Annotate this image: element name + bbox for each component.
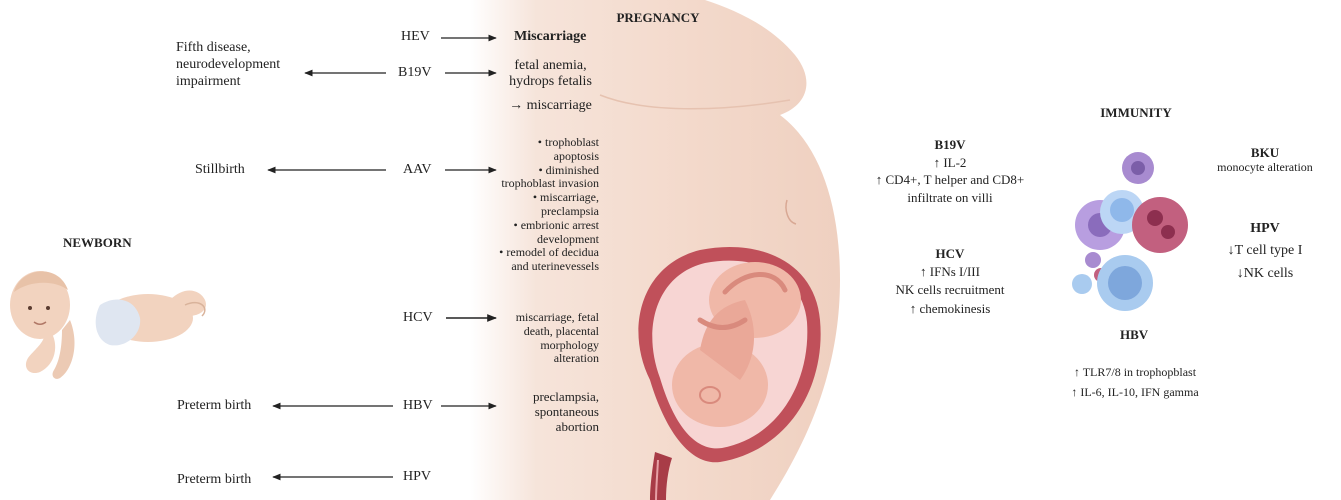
effect-line: • diminished <box>467 164 599 178</box>
virus-label-hpv: HPV <box>403 469 431 485</box>
immunity-hcv: HCV ↑ IFNs I/III NK cells recruitment ↑ … <box>860 245 1040 318</box>
immunity-line: ↑ IL-2 <box>850 154 1050 172</box>
effect-line: apoptosis <box>467 150 599 164</box>
fetus <box>672 262 801 427</box>
uterus <box>638 247 820 462</box>
newborn-outcome-hpv: Preterm birth <box>177 472 251 488</box>
immunity-line: ↑ IFNs I/III <box>860 263 1040 281</box>
virus-label-b19v: B19V <box>398 65 431 81</box>
baby-head <box>10 271 70 339</box>
virus-label-hbv: HBV <box>403 398 433 414</box>
newborn-outcome-hbv: Preterm birth <box>177 398 251 414</box>
immunity-line: ↑ TLR7/8 in trophopblast <box>1050 363 1220 383</box>
effect-line: morphology <box>480 339 599 353</box>
immunity-b19v: B19V ↑ IL-2 ↑ CD4+, T helper and CD8+ in… <box>850 136 1050 206</box>
effect-line: miscarriage, fetal <box>480 311 599 325</box>
effect-line: fetal anemia, <box>498 58 603 74</box>
amniotic-sac <box>652 261 807 449</box>
pregnancy-heading: PREGNANCY <box>598 11 718 26</box>
immunity-heading: IMMUNITY <box>1086 106 1186 121</box>
immunity-line: infiltrate on villi <box>850 189 1050 207</box>
effect-line: and uterinevessels <box>467 260 599 274</box>
outcome-line: Fifth disease, <box>176 40 280 57</box>
outcome-line: impairment <box>176 74 280 91</box>
pregnancy-effect-hev: Miscarriage <box>514 29 586 45</box>
newborn-heading: NEWBORN <box>63 236 132 251</box>
virus-label-hcv: HCV <box>403 310 433 326</box>
pregnancy-effect-aav: • trophoblast apoptosis • diminished tro… <box>467 136 599 274</box>
immunity-hpv: HPV ↓T cell type I ↓NK cells <box>1215 218 1315 285</box>
outcome-line: neurodevelopment <box>176 57 280 74</box>
immunity-hbv-title: HBV <box>1120 328 1148 343</box>
immunity-line: ↓T cell type I <box>1215 240 1315 262</box>
virus-label-aav: AAV <box>403 162 432 178</box>
effect-line: • miscarriage, <box>467 191 599 205</box>
immunity-line: ↑ CD4+, T helper and CD8+ <box>850 171 1050 189</box>
effect-line: • remodel of decidua <box>467 246 599 260</box>
immunity-hpv-title: HPV <box>1215 218 1315 240</box>
immunity-line: ↑ IL-6, IL-10, IFN gamma <box>1050 383 1220 403</box>
immunity-bku-title: BKU <box>1205 146 1325 161</box>
immunity-line: ↑ chemokinesis <box>860 300 1040 318</box>
immunity-line: NK cells recruitment <box>860 281 1040 299</box>
effect-line: hydrops fetalis <box>498 74 603 90</box>
effect-line: alteration <box>480 352 599 366</box>
immunity-line: ↓NK cells <box>1215 263 1315 285</box>
effect-line: preclampsia, <box>490 390 599 405</box>
effect-line: abortion <box>490 420 599 435</box>
immunity-hcv-title: HCV <box>860 245 1040 263</box>
effect-line: • embrionic arrest <box>467 219 599 233</box>
effect-line: preclampsia <box>467 205 599 219</box>
newborn-outcome-aav: Stillbirth <box>195 162 245 178</box>
pregnancy-effect-hbv: preclampsia, spontaneous abortion <box>490 390 599 435</box>
newborn-outcome-b19v: Fifth disease, neurodevelopment impairme… <box>176 40 280 90</box>
effect-line: → miscarriage <box>498 98 603 114</box>
effect-line: development <box>467 233 599 247</box>
immunity-b19v-title: B19V <box>850 136 1050 154</box>
baby <box>10 271 206 379</box>
effect-line: spontaneous <box>490 405 599 420</box>
pregnancy-effect-b19v: fetal anemia, hydrops fetalis → miscarri… <box>498 58 603 114</box>
immunity-line: monocyte alteration <box>1205 161 1325 175</box>
effect-line: trophoblast invasion <box>467 177 599 191</box>
diaper <box>96 299 140 345</box>
immunity-hbv: ↑ TLR7/8 in trophopblast ↑ IL-6, IL-10, … <box>1050 363 1220 403</box>
pregnancy-effect-hcv: miscarriage, fetal death, placental morp… <box>480 311 599 366</box>
effect-line: death, placental <box>480 325 599 339</box>
virus-label-hev: HEV <box>401 29 430 45</box>
effect-line: • trophoblast <box>467 136 599 150</box>
immunity-bku: BKU monocyte alteration <box>1205 146 1325 175</box>
